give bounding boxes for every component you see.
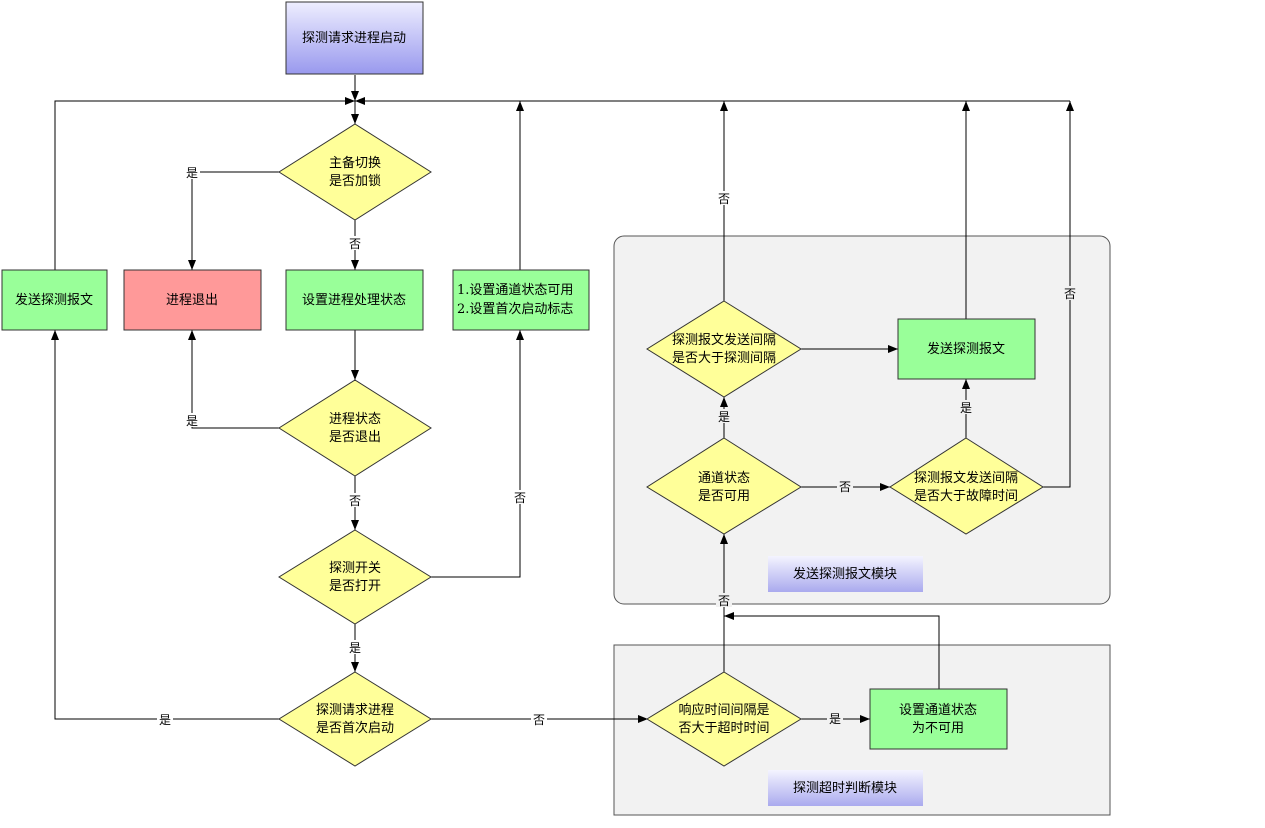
- first-start-decision: 探测请求进程 是否首次启动: [278, 671, 432, 767]
- start-label: 探测请求进程启动: [302, 31, 406, 46]
- timeout-decision-line1: 响应时间间隔是: [678, 702, 769, 718]
- fault-decision-line2: 是否大于故障时间: [914, 489, 1018, 504]
- timeout-module-tag: 探测超时判断模块: [768, 770, 923, 806]
- edge-unavail-merge: [724, 612, 940, 689]
- edge-switch-no: [431, 330, 524, 578]
- send-module-label: 发送探测报文模块: [793, 566, 897, 582]
- start-node: 探测请求进程启动: [285, 1, 424, 75]
- edge-send-left-loop: [54, 97, 355, 270]
- label-interval-no: 否: [718, 192, 730, 206]
- set-channel-line2: 2.设置首次启动标志: [457, 301, 573, 317]
- edge-first-yes: [51, 330, 279, 720]
- send-probe-right-node: 发送探测报文: [897, 318, 1036, 380]
- lock-decision-line1: 主备切换: [329, 155, 381, 171]
- label-avail-no: 否: [839, 480, 851, 494]
- interval-decision-line2: 是否大于探测间隔: [672, 351, 776, 366]
- label-lock-no: 否: [349, 237, 361, 251]
- label-switch-yes: 是: [349, 641, 361, 655]
- set-unavailable-node: 设置通道状态 为不可用: [869, 688, 1008, 750]
- edge-fault-no: [1043, 101, 1071, 488]
- exit-decision-line2: 是否退出: [329, 430, 381, 445]
- set-state-label: 设置进程处理状态: [302, 293, 406, 308]
- send-module-container: [613, 235, 1111, 605]
- timeout-module-label: 探测超时判断模块: [793, 781, 897, 796]
- process-exit-node: 进程退出: [123, 269, 262, 331]
- send-probe-right-label: 发送探测报文: [927, 341, 1005, 357]
- label-avail-yes: 是: [718, 410, 730, 424]
- fault-decision-line1: 探测报文发送间隔: [914, 470, 1018, 486]
- fault-decision: 探测报文发送间隔 是否大于故障时间: [889, 437, 1044, 535]
- label-fault-yes: 是: [960, 401, 972, 415]
- set-channel-node: 1.设置通道状态可用 2.设置首次启动标志: [452, 269, 590, 331]
- label-timeout-yes: 是: [829, 712, 841, 726]
- lock-decision: 主备切换 是否加锁: [278, 123, 432, 221]
- switch-decision-line2: 是否打开: [329, 579, 381, 594]
- first-start-line1: 探测请求进程: [316, 703, 394, 718]
- edge-lock-yes: [188, 171, 279, 270]
- label-lock-yes: 是: [186, 166, 198, 180]
- first-start-line2: 是否首次启动: [316, 720, 394, 736]
- available-decision-line1: 通道状态: [698, 471, 750, 486]
- send-module-tag: 发送探测报文模块: [768, 556, 923, 592]
- process-exit-label: 进程退出: [166, 293, 218, 308]
- set-unavailable-line1: 设置通道状态: [899, 703, 977, 718]
- label-timeout-no: 否: [718, 594, 730, 608]
- set-unavailable-line2: 为不可用: [912, 721, 964, 736]
- switch-decision-line1: 探测开关: [329, 561, 381, 576]
- set-channel-line1: 1.设置通道状态可用: [457, 283, 573, 298]
- timeout-decision-line2: 否大于超时时间: [678, 721, 769, 736]
- lock-decision-line2: 是否加锁: [329, 173, 381, 189]
- label-exit-no: 否: [349, 494, 361, 508]
- send-probe-left-label: 发送探测报文: [15, 292, 93, 308]
- available-decision-line2: 是否可用: [698, 489, 750, 504]
- label-fault-no: 否: [1064, 287, 1076, 301]
- set-state-node: 设置进程处理状态: [285, 269, 424, 331]
- label-exit-yes: 是: [186, 414, 198, 428]
- timeout-decision: 响应时间间隔是 否大于超时时间: [646, 671, 802, 767]
- edge-labels: 是 否 是 否 否 是 是 否 否 是 是 否 否 是 否: [157, 165, 1078, 727]
- label-first-no: 否: [533, 713, 545, 727]
- exit-decision: 进程状态 是否退出: [278, 379, 432, 477]
- label-first-yes: 是: [159, 713, 171, 727]
- interval-decision: 探测报文发送间隔 是否大于探测间隔: [646, 300, 802, 398]
- label-switch-no: 否: [514, 491, 526, 505]
- available-decision: 通道状态 是否可用: [646, 437, 802, 535]
- exit-decision-line1: 进程状态: [329, 412, 381, 427]
- interval-decision-line1: 探测报文发送间隔: [672, 332, 776, 348]
- send-probe-left-node: 发送探测报文: [1, 269, 108, 331]
- edge-exit-yes: [188, 330, 279, 429]
- switch-decision: 探测开关 是否打开: [278, 529, 432, 625]
